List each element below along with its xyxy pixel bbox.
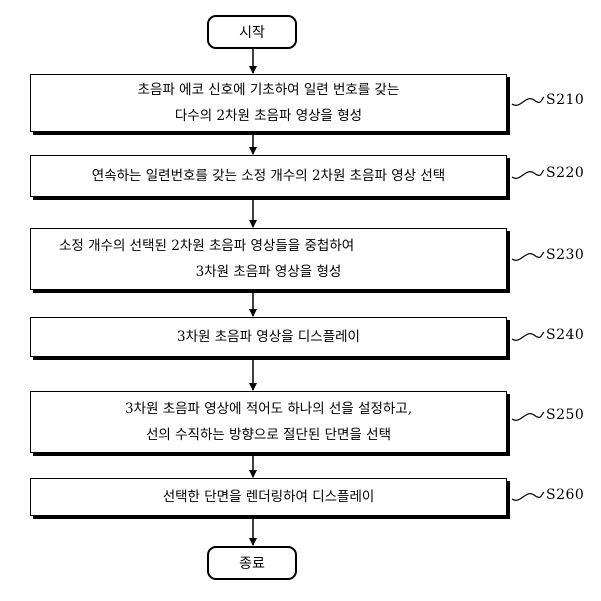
step-label-s240: S240 bbox=[546, 327, 584, 343]
step-s240: 3차원 초음파 영상을 디스플레이 bbox=[30, 317, 507, 357]
label-leader bbox=[512, 252, 544, 260]
step-label-s210: S210 bbox=[546, 92, 584, 108]
step-label-s220: S220 bbox=[546, 165, 584, 181]
step-label-s260: S260 bbox=[546, 487, 584, 503]
label-leader bbox=[512, 170, 544, 178]
label-leaders bbox=[512, 97, 544, 500]
step-s260: 선택한 단면을 렌더링하여 디스플레이 bbox=[30, 478, 507, 516]
step-text-line: 3차원 초음파 영상을 형성 bbox=[196, 259, 342, 285]
step-text-line: 초음파 에코 신호에 기초하여 일련 번호를 갖는 bbox=[138, 77, 400, 103]
step-text-line: 연속하는 일련번호를 갖는 소정 개수의 2차원 초음파 영상 선택 bbox=[92, 163, 445, 189]
step-text-line: 선의 수직하는 방향으로 절단된 단면을 선택 bbox=[146, 422, 391, 448]
step-text-line: 선택한 단면을 렌더링하여 디스플레이 bbox=[163, 484, 375, 510]
end-terminal: 종료 bbox=[207, 546, 297, 580]
step-text-line: 3차원 초음파 영상에 적어도 하나의 선을 설정하고, bbox=[125, 396, 412, 422]
start-terminal: 시작 bbox=[207, 15, 297, 49]
label-leader bbox=[512, 97, 544, 105]
step-s220: 연속하는 일련번호를 갖는 소정 개수의 2차원 초음파 영상 선택 bbox=[30, 155, 507, 197]
step-text-line: 소정 개수의 선택된 2차원 초음파 영상들을 중첩하여 bbox=[31, 233, 354, 259]
step-s210: 초음파 에코 신호에 기초하여 일련 번호를 갖는 다수의 2차원 초음파 영상… bbox=[30, 74, 507, 132]
step-text-line: 3차원 초음파 영상을 디스플레이 bbox=[177, 324, 360, 350]
start-label: 시작 bbox=[239, 22, 265, 42]
label-leader bbox=[512, 332, 544, 340]
end-label: 종료 bbox=[239, 553, 265, 573]
step-s250: 3차원 초음파 영상에 적어도 하나의 선을 설정하고, 선의 수직하는 방향으… bbox=[30, 391, 507, 453]
step-label-s250: S250 bbox=[546, 407, 584, 423]
step-text-line: 다수의 2차원 초음파 영상을 형성 bbox=[175, 103, 362, 129]
step-label-s230: S230 bbox=[546, 247, 584, 263]
step-s230: 소정 개수의 선택된 2차원 초음파 영상들을 중첩하여 3차원 초음파 영상을… bbox=[30, 228, 507, 290]
label-leader bbox=[512, 412, 544, 420]
label-leader bbox=[512, 492, 544, 500]
